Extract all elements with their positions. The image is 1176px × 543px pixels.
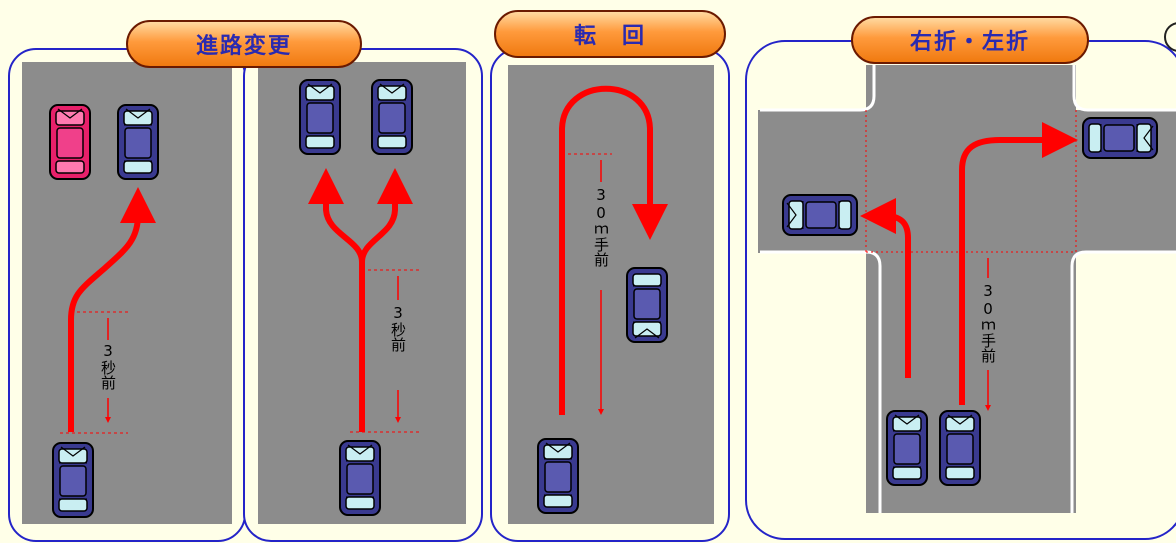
label-3-seconds-before-left: 3秒前 <box>99 342 117 398</box>
car-uturn-self <box>537 438 579 514</box>
car-left-turn <box>886 410 928 486</box>
car-uturn-after <box>626 267 668 343</box>
label-3-seconds-before-right: 3秒前 <box>389 304 407 384</box>
car-self <box>52 442 94 518</box>
title-lane-change: 進路変更 <box>126 20 362 68</box>
label-30m-before-right-turn: 30ｍ手前 <box>979 282 997 368</box>
car-turned-right <box>1082 117 1158 159</box>
car-ahead-left <box>299 79 341 155</box>
lane-change-path-arrow <box>68 187 156 432</box>
u-turn-path-arrow <box>559 85 668 415</box>
car-turned-left <box>782 194 858 236</box>
left-turn-path-arrow <box>860 198 911 378</box>
car-ahead <box>117 104 159 180</box>
car-right-turn <box>939 410 981 486</box>
title-u-turn: 転 回 <box>494 10 726 58</box>
car-ahead-right <box>371 79 413 155</box>
car-self-two <box>339 440 381 516</box>
path-arrow-left-branch <box>308 168 365 432</box>
intersection-diagram <box>760 65 1176 513</box>
right-turn-path-arrow <box>959 122 1078 405</box>
lane-change-right-diagram <box>299 79 420 516</box>
label-30m-before-uturn: 30ｍ手前 <box>592 186 610 286</box>
title-right-left-turn: 右折・左折 <box>851 16 1089 64</box>
path-arrow-right-branch <box>359 168 413 263</box>
u-turn-diagram <box>537 85 668 514</box>
lane-change-left-diagram <box>49 104 159 518</box>
car-other-lane <box>49 104 91 180</box>
